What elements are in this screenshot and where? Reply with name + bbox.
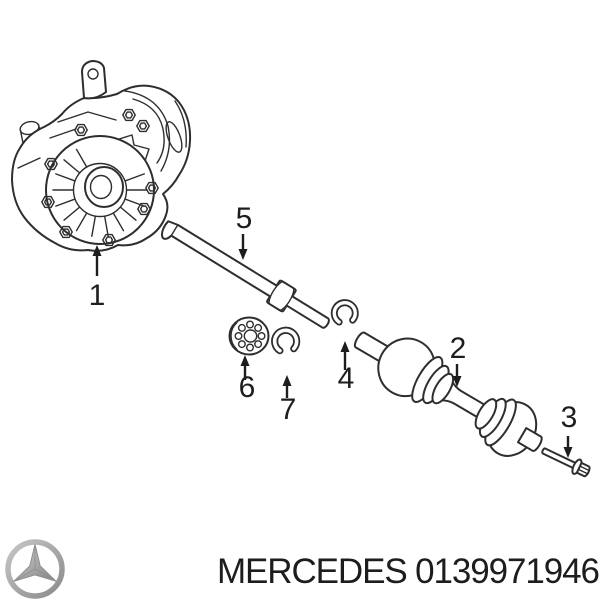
hub-bore xyxy=(89,174,113,200)
part-label-5: 5 xyxy=(236,202,253,235)
bolt-illustration xyxy=(541,447,591,478)
callout-3: 3 xyxy=(561,401,578,458)
callout-4: 4 xyxy=(338,341,355,395)
bearing-illustration xyxy=(228,316,270,356)
arrow-up-icon xyxy=(240,355,250,366)
arrow-down-icon xyxy=(563,447,573,458)
callout-2: 2 xyxy=(450,332,467,387)
part-label-4: 4 xyxy=(338,362,355,395)
hub-outer xyxy=(84,166,124,208)
snap-ring-4-illustration xyxy=(330,299,359,326)
differential-illustration xyxy=(11,60,192,252)
callout-1: 1 xyxy=(89,245,106,312)
mercedes-star-icon xyxy=(5,539,65,599)
part-label-7: 7 xyxy=(280,393,297,426)
part-label-1: 1 xyxy=(89,279,106,312)
mount-bracket xyxy=(81,60,107,100)
callout-7: 7 xyxy=(280,375,297,426)
part-label-2: 2 xyxy=(450,332,467,365)
arrow-up-icon xyxy=(282,375,292,386)
arrow-down-icon xyxy=(238,249,248,260)
cv-axle-illustration xyxy=(353,331,543,457)
part-number-text: MERCEDES 0139971946 xyxy=(217,552,600,591)
arrow-up-icon xyxy=(92,245,102,256)
callout-5: 5 xyxy=(236,202,253,260)
part-label-3: 3 xyxy=(561,401,578,434)
snap-ring-7-illustration xyxy=(271,326,301,355)
intermediate-shaft-illustration xyxy=(160,220,330,329)
callout-6: 6 xyxy=(239,355,256,404)
cover-fins xyxy=(52,148,148,238)
arrow-up-icon xyxy=(340,341,350,352)
part-label-6: 6 xyxy=(239,371,256,404)
bearing-bore xyxy=(243,329,258,343)
flange-arcs xyxy=(124,90,187,172)
arrow-down-icon xyxy=(452,376,462,387)
bearing-balls xyxy=(234,320,266,352)
